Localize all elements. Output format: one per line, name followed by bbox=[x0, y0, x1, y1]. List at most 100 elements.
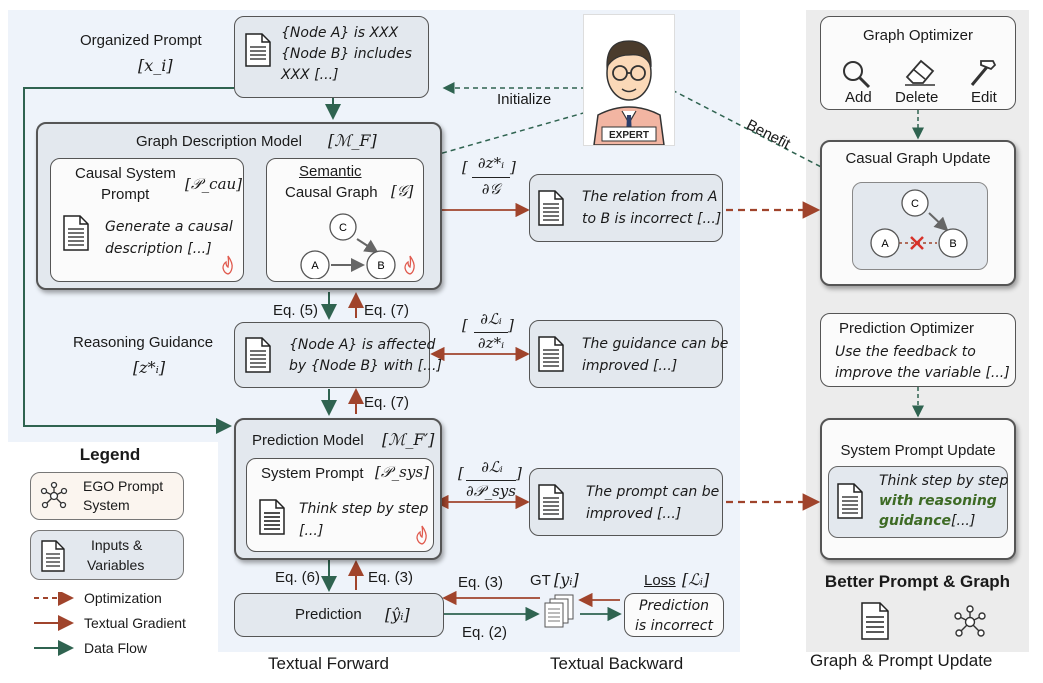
sys-prompt-symbol: [𝒫_sys] bbox=[375, 463, 429, 481]
better-prompt-graph: Better Prompt & Graph bbox=[824, 572, 1011, 591]
network-icon bbox=[40, 481, 68, 509]
legend-inputs-1: Inputs & bbox=[91, 537, 143, 553]
semantic-causal-graph: Semantic Causal Graph [𝒢] C A B bbox=[266, 158, 424, 282]
document-icon bbox=[538, 190, 564, 226]
add-label: Add bbox=[845, 89, 872, 106]
node-a-label: A bbox=[311, 260, 319, 272]
updated-graph: C A B bbox=[870, 189, 968, 258]
prediction-optimizer-line-1: Use the feedback to bbox=[835, 344, 976, 360]
sys-prompt-text-2: [...] bbox=[299, 523, 324, 539]
expert-text: EXPERT bbox=[609, 130, 649, 141]
feedback-graph: The relation from A to B is incorrect [.… bbox=[529, 174, 723, 242]
grad-reason-num: ∂ℒᵢ bbox=[480, 310, 502, 328]
eq2-label: Eq. (2) bbox=[462, 624, 508, 641]
update-node-c-label: C bbox=[911, 198, 919, 210]
sys-update-line-3: guidance[...] bbox=[879, 513, 975, 529]
hammer-icon bbox=[970, 60, 997, 86]
semantic-title-2: Causal Graph bbox=[285, 184, 378, 201]
causal-graph-update: Casual Graph Update C A B bbox=[820, 140, 1016, 286]
delete-label: Delete bbox=[895, 89, 939, 106]
documents-stack-icon bbox=[544, 594, 574, 628]
document-icon bbox=[63, 215, 89, 251]
edit-label: Edit bbox=[971, 89, 997, 106]
flame-icon bbox=[222, 255, 233, 275]
sys-update-tail: [...] bbox=[951, 513, 976, 529]
causal-prompt-title-2: Prompt bbox=[101, 186, 150, 203]
input-flow-arrow bbox=[23, 87, 234, 434]
sys-prompt-title: System Prompt bbox=[261, 465, 364, 482]
backward-label: Textual Backward bbox=[550, 654, 684, 673]
expert-icon: EXPERT bbox=[593, 40, 665, 146]
feedback-sys-line-2: improved [...] bbox=[586, 506, 682, 522]
graph-optimizer: Graph Optimizer Add Delete Edit bbox=[820, 16, 1016, 110]
prediction-symbol: [ŷᵢ] bbox=[385, 605, 410, 624]
forward-label: Textual Forward bbox=[268, 654, 389, 673]
legend-arrows bbox=[34, 592, 74, 656]
document-icon bbox=[861, 602, 889, 640]
prediction-optimizer-line-2: improve the variable [...] bbox=[835, 365, 1010, 381]
prediction-optimizer-title: Prediction Optimizer bbox=[839, 320, 975, 337]
flame-icon bbox=[416, 525, 427, 545]
eq7-label-a: Eq. (7) bbox=[364, 302, 410, 319]
feedback-reasoning: The guidance can be improved [...] bbox=[529, 320, 728, 388]
graph-model-symbol: [ℳ_F] bbox=[328, 131, 377, 150]
grad-reason-den: ∂z*ᵢ bbox=[477, 334, 505, 352]
causal-prompt-title-1: Causal System bbox=[75, 165, 176, 182]
reasoning-symbol: [z*ᵢ] bbox=[133, 358, 166, 377]
sys-update-line-2: with reasoning bbox=[879, 493, 997, 509]
document-icon bbox=[245, 337, 271, 373]
causal-prompt-text-1: Generate a causal bbox=[105, 219, 233, 235]
prediction-model-symbol: [ℳ_F′] bbox=[382, 430, 435, 449]
eq3-label-b: Eq. (3) bbox=[458, 574, 504, 591]
document-icon bbox=[259, 499, 285, 535]
system-prompt-box: System Prompt [𝒫_sys] Think step by step… bbox=[246, 458, 434, 552]
organized-prompt-title: Organized Prompt bbox=[80, 32, 202, 49]
loss-line-1: Prediction bbox=[638, 598, 710, 614]
grad-sys-num: ∂ℒᵢ bbox=[481, 458, 503, 476]
organized-line-2: {Node B} includes bbox=[281, 46, 412, 62]
loss-symbol: [ℒᵢ] bbox=[682, 570, 710, 589]
update-node-b bbox=[938, 228, 968, 258]
causal-update-graph: C A B bbox=[852, 182, 988, 270]
prediction-box: Prediction [ŷᵢ] bbox=[234, 593, 444, 637]
organized-prompt-box: {Node A} is XXX {Node B} includes XXX [.… bbox=[234, 16, 429, 98]
eq3-label-a: Eq. (3) bbox=[368, 569, 414, 586]
feedback-system: The prompt can be improved [...] bbox=[529, 468, 723, 536]
eq5-label: Eq. (5) bbox=[273, 302, 319, 319]
causal-system-prompt: Causal System Prompt [𝒫_cau] Generate a … bbox=[50, 158, 244, 282]
update-node-c bbox=[901, 189, 929, 217]
init-arrow-2 bbox=[416, 109, 595, 163]
system-prompt-update: System Prompt Update Think step by step … bbox=[820, 418, 1016, 560]
document-icon bbox=[538, 336, 564, 372]
initialize-label: Initialize bbox=[497, 91, 552, 108]
feedback-graph-line-1: The relation from A bbox=[582, 189, 718, 205]
document-icon bbox=[41, 540, 65, 572]
node-b bbox=[366, 250, 396, 279]
sys-update-inner: Think step by step with reasoning guidan… bbox=[828, 466, 1008, 538]
legend-optimization: Optimization bbox=[84, 590, 162, 606]
organized-line-3: XXX [...] bbox=[281, 67, 339, 83]
legend-ego-box: EGO Prompt System bbox=[30, 472, 184, 520]
organized-prompt-symbol: [x_i] bbox=[138, 56, 173, 75]
semantic-title-1: Semantic bbox=[299, 163, 362, 180]
causal-prompt-symbol: [𝒫_cau] bbox=[185, 175, 243, 193]
feedback-graph-line-2: to B is incorrect [...] bbox=[582, 211, 722, 227]
causal-prompt-text-2: description [...] bbox=[105, 241, 212, 257]
organized-line-1: {Node A} is XXX bbox=[281, 25, 399, 41]
document-icon bbox=[538, 484, 564, 520]
document-icon bbox=[245, 33, 271, 67]
network-icon bbox=[954, 605, 986, 637]
graph-optimizer-title: Graph Optimizer bbox=[862, 27, 974, 44]
node-c-label: C bbox=[339, 222, 347, 234]
expert-illustration: EXPERT bbox=[583, 14, 675, 146]
update-node-b-label: B bbox=[949, 238, 956, 250]
feedback-reason-line-2: improved [...] bbox=[582, 358, 678, 374]
causal-graph: C A B bbox=[300, 213, 396, 279]
node-b-label: B bbox=[377, 260, 384, 272]
graph-description-model: Graph Description Model [ℳ_F] Causal Sys… bbox=[36, 122, 442, 290]
sys-update-line-1: Think step by step bbox=[879, 473, 1009, 489]
prediction-optimizer: Prediction Optimizer Use the feedback to… bbox=[820, 313, 1016, 387]
update-label: Graph & Prompt Update bbox=[810, 651, 993, 670]
legend-title: Legend bbox=[79, 445, 141, 464]
eq7-label-b: Eq. (7) bbox=[364, 394, 410, 411]
